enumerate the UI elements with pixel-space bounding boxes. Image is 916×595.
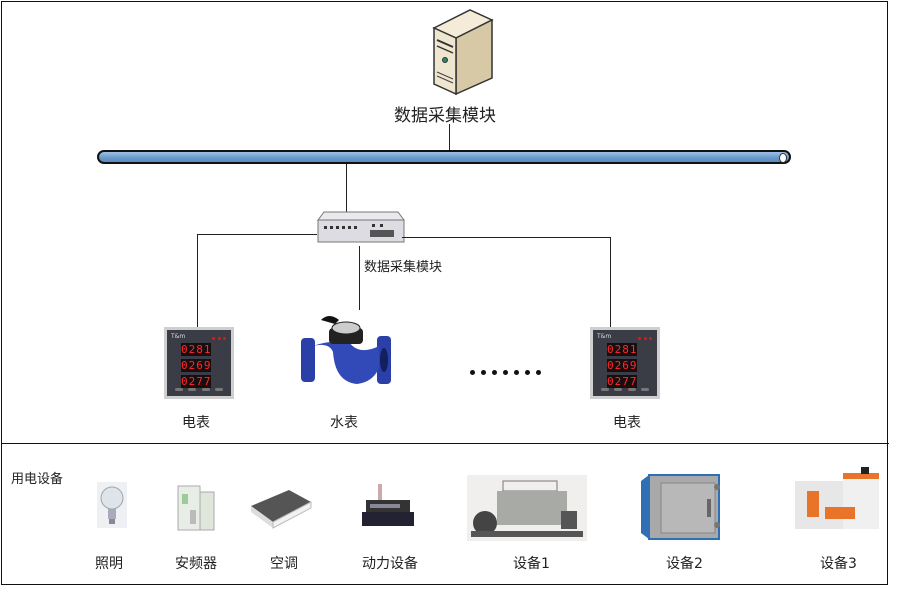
left-meter-drop-line — [197, 234, 198, 328]
water-meter-label: 水表 — [330, 415, 358, 431]
electric-meter-icon: T&m 0281 0269 0277 — [164, 327, 234, 399]
equipment-label: 照明 — [95, 556, 123, 572]
equipment-label: 设备1 — [513, 556, 550, 572]
equipment-label: 设备3 — [820, 556, 857, 572]
switch-to-water-meter-line — [359, 246, 360, 310]
meter-reading: 0277 — [181, 375, 212, 388]
light-bulb-icon — [97, 482, 127, 528]
power-machine-icon — [362, 484, 414, 526]
water-meter-icon — [301, 316, 391, 384]
equipment-label: 安频器 — [175, 556, 217, 572]
electric-meter-icon: T&m 0281 0269 0277 — [590, 327, 660, 399]
server-label: 数据采集模块 — [394, 106, 496, 126]
switch-right-line — [402, 237, 610, 238]
chamber-cabinet-icon — [641, 474, 720, 540]
switch-label: 数据采集模块 — [364, 260, 443, 275]
equipment-label: 空调 — [270, 556, 298, 572]
right-meter-drop-line — [610, 237, 611, 328]
server-tower-icon — [432, 9, 494, 96]
meter-label: 电表 — [182, 415, 210, 431]
equipment-section-label: 用电设备 — [11, 472, 64, 487]
diagram-frame — [1, 1, 888, 585]
server-link-line — [449, 124, 450, 151]
section-divider — [1, 443, 889, 444]
network-bus-pipe-icon — [97, 150, 791, 164]
meter-reading: 0281 — [607, 343, 638, 356]
equipment-label: 动力设备 — [362, 556, 418, 572]
inverter-cabinet-icon — [177, 485, 215, 531]
meter-reading: 0269 — [181, 359, 212, 372]
switch-left-line — [197, 234, 317, 235]
meter-reading: 0281 — [181, 343, 212, 356]
industrial-ethernet-switch-icon — [317, 211, 405, 243]
ellipsis-dots — [470, 370, 541, 375]
air-conditioner-icon — [251, 490, 312, 529]
meter-reading: 0277 — [607, 375, 638, 388]
meter-reading: 0269 — [607, 359, 638, 372]
bus-to-switch-line — [346, 164, 347, 214]
cnc-machine-icon — [795, 467, 879, 529]
equipment-label: 设备2 — [666, 556, 703, 572]
meter-label: 电表 — [613, 415, 641, 431]
printing-machine-icon — [467, 475, 587, 541]
